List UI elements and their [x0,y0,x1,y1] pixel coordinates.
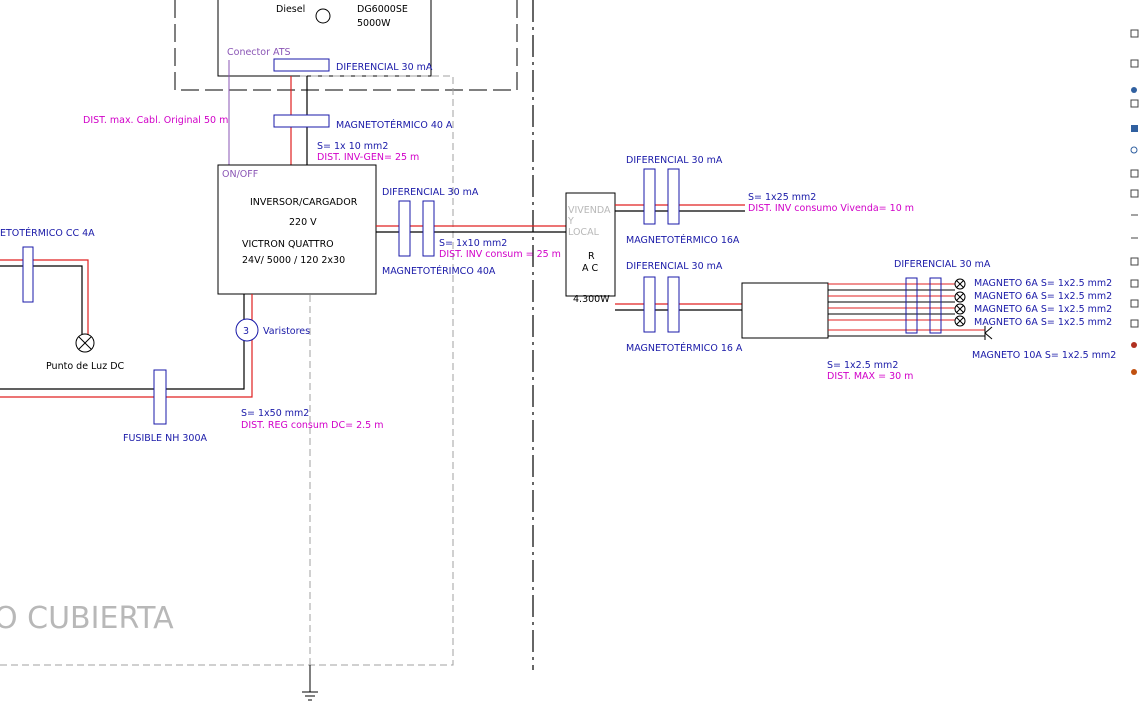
circ-magneto-symbol [929,277,942,334]
toolbar-icon [1130,299,1139,308]
inv-differential-symbol [398,200,411,257]
gen-differential-label: DIFERENCIAL 30 mA [336,62,433,73]
inv-differential-label: DIFERENCIAL 30 mA [382,187,479,198]
ground-icon [302,665,318,701]
circ-differential-label: DIFERENCIAL 30 mA [894,259,991,270]
inverter-voltage: 220 V [289,217,317,228]
generator-power: 5000W [357,18,391,29]
generator-name: Diesel [276,4,305,15]
area-watermark: O CUBIERTA [0,601,174,636]
viv-section-label: S= 1x25 mm2 [748,192,816,203]
inverter: ON/OFF INVERSOR/CARGADOR 220 V VICTRON Q… [217,164,377,295]
viv-magneto-label: MAGNETOTÉRMICO 16A [626,234,740,246]
gen-magneto-label: MAGNETOTÉRMICO 40 A [336,119,453,131]
dc-magneto-symbol [22,246,34,303]
circuit-label: MAGNETO 6A S= 1x2.5 mm2 [974,278,1112,289]
fuse-symbol [153,369,167,425]
toolbar-icon [1131,369,1137,375]
toolbar-icon [1130,99,1139,108]
inverter-output: DIFERENCIAL 30 mA S= 1x10 mm2 DIST. INV … [376,187,566,277]
rac-r: R [588,251,595,262]
lamp-icon [954,278,966,290]
rac-panel: VIVENDA Y LOCAL R A C 4.300W [565,192,616,305]
gen-dist-label: DIST. INV-GEN= 25 m [317,152,419,163]
last-circuit-label: MAGNETO 10A S= 1x2.5 mm2 [972,350,1116,361]
varistor-symbol [235,318,259,342]
generator-symbol [315,8,331,24]
viv-differential-symbol [643,168,656,225]
lamp-icon [954,315,966,327]
toolbar-icon [1130,169,1139,178]
inverter-rating: 24V/ 5000 / 120 2x30 [242,255,345,266]
rac-line3: LOCAL [568,227,600,238]
loc-magneto-label: MAGNETOTÉRMICO 16 A [626,342,743,354]
generator: Diesel DG6000SE 5000W [276,4,408,29]
inv-magneto-label: MAGNETOTÉRIMCO 40A [382,265,496,277]
inverter-model: VICTRON QUATTRO [242,239,334,250]
toolbar-icon [1130,189,1139,198]
conector-ats-label: Conector ATS [227,47,291,58]
gen-section-label: S= 1x 10 mm2 [317,141,388,152]
reg-section-label: S= 1x50 mm2 [241,408,309,419]
toolbar-icon [1131,87,1137,93]
lamp-icon [954,303,966,315]
toolbar-icon [1130,257,1139,266]
inverter-box [217,164,377,295]
vivenda-feed: DIFERENCIAL 30 mA MAGNETOTÉRMICO 16A S= … [615,155,914,246]
varistor-label: Varistores [263,326,310,337]
loc-magneto-symbol [667,276,680,333]
light-point-label: Punto de Luz DC [46,361,125,372]
loc-differential-label: DIFERENCIAL 30 mA [626,261,723,272]
toolbar-icon [1130,29,1139,38]
gen-magneto-symbol [273,114,330,128]
generator-feed: Conector ATS DIFERENCIAL 30 mA MAGNETOTÉ… [83,47,453,165]
inv-dist-label: DIST. INV consum = 25 m [439,249,561,260]
rac-line1: VIVENDA [568,205,611,216]
sub-panel-box [741,282,829,339]
loc-differential-symbol [643,276,656,333]
rac-power: 4.300W [573,294,610,305]
inv-section-label: S= 1x10 mm2 [439,238,507,249]
varistor-count: 3 [243,326,249,337]
toolbar-icon [1131,342,1137,348]
viv-dist-label: DIST. INV consumo Vivenda= 10 m [748,203,914,214]
rac-ac: A C [582,263,599,274]
inv-magneto-symbol [422,200,435,257]
fuse-label: FUSIBLE NH 300A [123,433,207,444]
rac-line2: Y [567,216,574,227]
circuit-label: MAGNETO 6A S= 1x2.5 mm2 [974,304,1112,315]
frames [0,0,534,670]
right-toolbar [1128,0,1140,708]
gen-differential-symbol [273,58,330,72]
toolbar-icon [1131,125,1138,132]
generator-model: DG6000SE [357,4,408,15]
toolbar-icon [1130,146,1138,154]
toolbar-icon [1130,59,1139,68]
toolbar-icon [1130,319,1139,328]
on-off-label: ON/OFF [222,169,258,180]
socket-icon [984,326,993,340]
dc-magneto-label: ETOTÉRMICO CC 4A [0,227,95,239]
reg-dist-label: DIST. REG consum DC= 2.5 m [241,420,383,431]
circ-differential-symbol [905,277,918,334]
loc-dist-label: DIST. MAX = 30 m [827,371,913,382]
inverter-title: INVERSOR/CARGADOR [250,197,358,208]
dc-circuit: ETOTÉRMICO CC 4A Punto de Luz DC FUSIBLE… [0,227,383,444]
loc-section-label: S= 1x2.5 mm2 [827,360,898,371]
local-feed: DIFERENCIAL 30 mA MAGNETOTÉRMICO 16 A S=… [615,261,913,382]
circuit-label: MAGNETO 6A S= 1x2.5 mm2 [974,317,1112,328]
lamp-icon [954,291,966,303]
circuit-label: MAGNETO 6A S= 1x2.5 mm2 [974,291,1112,302]
viv-differential-label: DIFERENCIAL 30 mA [626,155,723,166]
rac-box [565,192,616,297]
dist-cable-label: DIST. max. Cabl. Original 50 m [83,115,228,126]
branch-circuits: DIFERENCIAL 30 mA MAGNETO 6A S= 1x2.5 mm… [828,259,1116,361]
toolbar-icon [1130,279,1139,288]
viv-magneto-symbol [667,168,680,225]
